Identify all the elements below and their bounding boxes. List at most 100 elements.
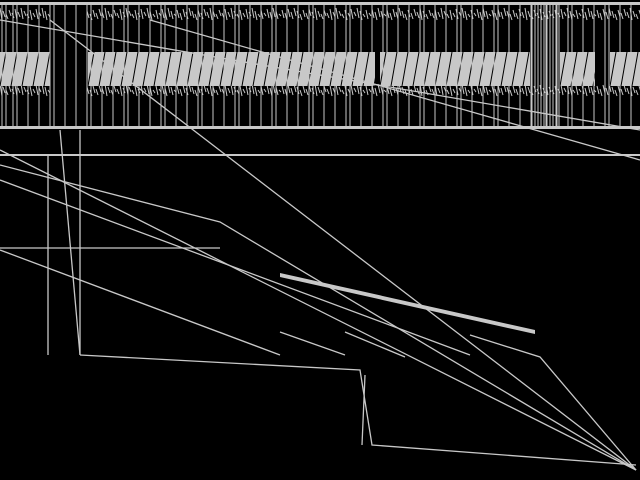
hatch-mark <box>116 12 120 19</box>
hatch-mark <box>389 88 393 97</box>
hatch-mark <box>515 88 519 96</box>
hatch-mark <box>362 89 366 94</box>
hatch-mark <box>131 13 135 19</box>
hatch-mark <box>599 88 603 97</box>
stripe <box>10 51 18 87</box>
hatch-mark <box>374 11 378 21</box>
hatch-mark <box>494 12 498 21</box>
hatch-mark <box>170 86 174 96</box>
hatch-mark <box>572 89 576 94</box>
hatch-mark <box>191 86 195 95</box>
stripe <box>241 51 249 87</box>
hatch-mark <box>290 11 294 20</box>
hatch-mark <box>572 13 576 18</box>
hatch-mark <box>521 11 525 19</box>
stripe <box>0 51 7 87</box>
hatch-mark <box>410 12 414 20</box>
hatch-mark <box>44 86 48 97</box>
hatch-mark <box>446 89 450 95</box>
hatch-mark <box>596 85 600 95</box>
hatch-mark <box>605 11 609 20</box>
hatch-mark <box>416 11 420 19</box>
hatch-mark <box>368 88 372 93</box>
hatch-mark <box>494 88 498 97</box>
hatch-mark <box>23 10 27 17</box>
hatch-mark <box>224 8 228 21</box>
hatch-mark <box>224 84 228 97</box>
stripe <box>21 51 29 87</box>
stripe <box>412 51 420 87</box>
diagonal-line <box>0 19 640 131</box>
hatch-mark <box>131 89 135 95</box>
hatch-mark <box>107 86 111 94</box>
line-layer <box>0 19 640 471</box>
hatch-mark <box>626 11 630 19</box>
hatch-mark <box>410 88 414 96</box>
hatch-mark <box>266 8 270 19</box>
hatch-mark <box>92 9 96 18</box>
hatch-mark <box>293 7 297 17</box>
hatch-mark <box>242 88 246 94</box>
hatch-mark <box>635 13 639 20</box>
diagonal-line <box>79 354 637 466</box>
hatch-mark <box>119 8 123 21</box>
top-band <box>0 2 640 156</box>
hatch-mark <box>155 85 159 96</box>
hatch-mark <box>428 9 432 17</box>
hatch-mark <box>194 89 198 97</box>
hatch-mark <box>575 9 579 20</box>
stripe <box>500 51 508 87</box>
hatch-mark <box>203 8 207 17</box>
hatch-mark <box>392 84 396 94</box>
hatch-mark <box>44 10 48 21</box>
hatch-mark <box>635 89 639 96</box>
hatch-mark <box>227 11 231 18</box>
hatch-mark <box>614 13 618 21</box>
hatch-mark <box>245 84 249 96</box>
top-border <box>0 2 640 5</box>
hatch-mark <box>527 86 531 94</box>
hatch-mark <box>203 84 207 93</box>
hatch-mark <box>620 12 624 20</box>
hatch-mark <box>242 12 246 18</box>
hatch-mark <box>230 7 234 20</box>
hatch-mark <box>437 87 441 94</box>
hatch-mark <box>215 89 219 96</box>
stripe <box>153 51 161 87</box>
hatch-mark <box>383 13 387 17</box>
hatch-mark <box>305 12 309 20</box>
hatch-mark <box>632 10 636 18</box>
stripe <box>489 51 497 87</box>
hatch-mark <box>152 13 156 18</box>
hatch-mark <box>8 9 12 17</box>
hatch-mark <box>638 9 640 15</box>
stripe <box>620 51 628 87</box>
hatch-mark <box>473 12 477 17</box>
stripe <box>186 51 194 87</box>
hatch-mark <box>179 88 183 97</box>
hatch-mark <box>305 88 309 96</box>
hatch-mark <box>179 12 183 21</box>
hatch-mark <box>161 84 165 95</box>
hatch-mark <box>17 11 21 18</box>
hatch-mark <box>194 13 198 21</box>
hatch-mark <box>17 87 21 94</box>
hatch-mark <box>446 13 450 19</box>
hatch-mark <box>350 8 354 20</box>
gray-band <box>560 52 595 86</box>
hatch-mark <box>587 7 591 18</box>
diagonal-line <box>0 249 281 356</box>
diagonal-line <box>279 331 346 356</box>
hatch-mark <box>29 85 33 97</box>
stripe <box>434 51 442 87</box>
stripe <box>208 51 216 87</box>
hatch-mark <box>503 7 507 17</box>
hatch-mark <box>263 88 267 93</box>
hatch-mark <box>113 9 117 17</box>
hatch-mark <box>464 10 468 21</box>
hatch-mark <box>206 11 210 19</box>
hatch-mark <box>320 89 324 96</box>
hatch-mark <box>611 86 615 95</box>
hatch-mark <box>404 13 408 21</box>
hatch-mark <box>479 87 483 97</box>
